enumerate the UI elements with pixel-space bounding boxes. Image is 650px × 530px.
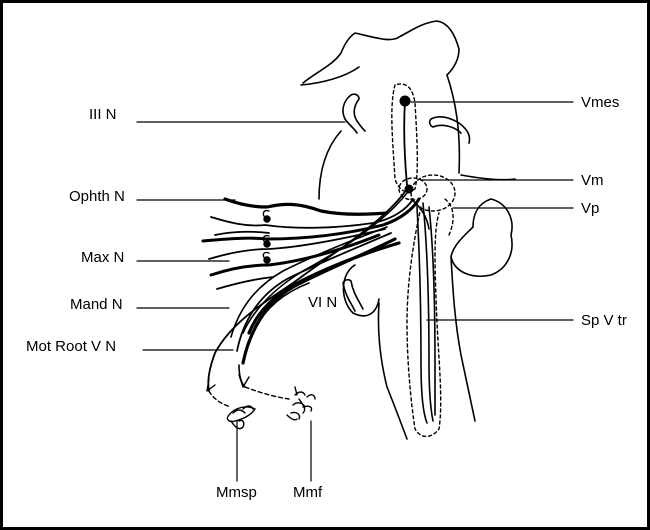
brainstem-back-contour <box>447 75 459 173</box>
label-mot-root-v-n: Mot Root V N <box>26 339 116 355</box>
vi-nerve-stump <box>343 280 363 311</box>
label-sp-v-tr: Sp V tr <box>581 313 627 329</box>
midbrain-lower-contour <box>301 67 359 85</box>
mandibular-nerve <box>211 227 399 363</box>
spinal-nucleus-outline <box>445 199 453 235</box>
label-mmf: Mmf <box>293 485 322 501</box>
label-mmsp: Mmsp <box>216 485 257 501</box>
iv-nerve-stump <box>430 117 470 143</box>
medulla-front-contour <box>378 303 407 439</box>
cranial-nerve-stumps <box>343 94 470 311</box>
label-ophth-n: Ophth N <box>69 189 125 205</box>
mmf-endings <box>287 387 315 420</box>
cerebellum-contour <box>451 175 515 276</box>
brainstem-outline <box>301 21 515 439</box>
label-vm: Vm <box>581 173 604 189</box>
mmsp-afferent-dashed <box>209 391 231 407</box>
midbrain-top-contour <box>303 21 459 83</box>
label-vp: Vp <box>581 201 599 217</box>
medulla-back-contour <box>451 257 475 421</box>
label-max-n: Max N <box>81 250 124 266</box>
leader-lines <box>137 102 573 481</box>
label-vi-n: VI N <box>308 295 337 311</box>
muscle-receptors <box>207 375 315 429</box>
iii-nerve-stump <box>343 94 365 133</box>
ophthalmic-nerve <box>211 199 413 228</box>
label-vmes: Vmes <box>581 95 619 111</box>
pons-contour <box>343 265 379 316</box>
label-iii-n: III N <box>89 107 117 123</box>
label-mand-n: Mand N <box>70 297 123 313</box>
mmsp-efferent-dashed <box>245 387 289 399</box>
trigeminal-nuclei <box>392 84 455 437</box>
spinal-tract-fibers <box>411 199 435 423</box>
brainstem-front-contour <box>319 131 341 199</box>
